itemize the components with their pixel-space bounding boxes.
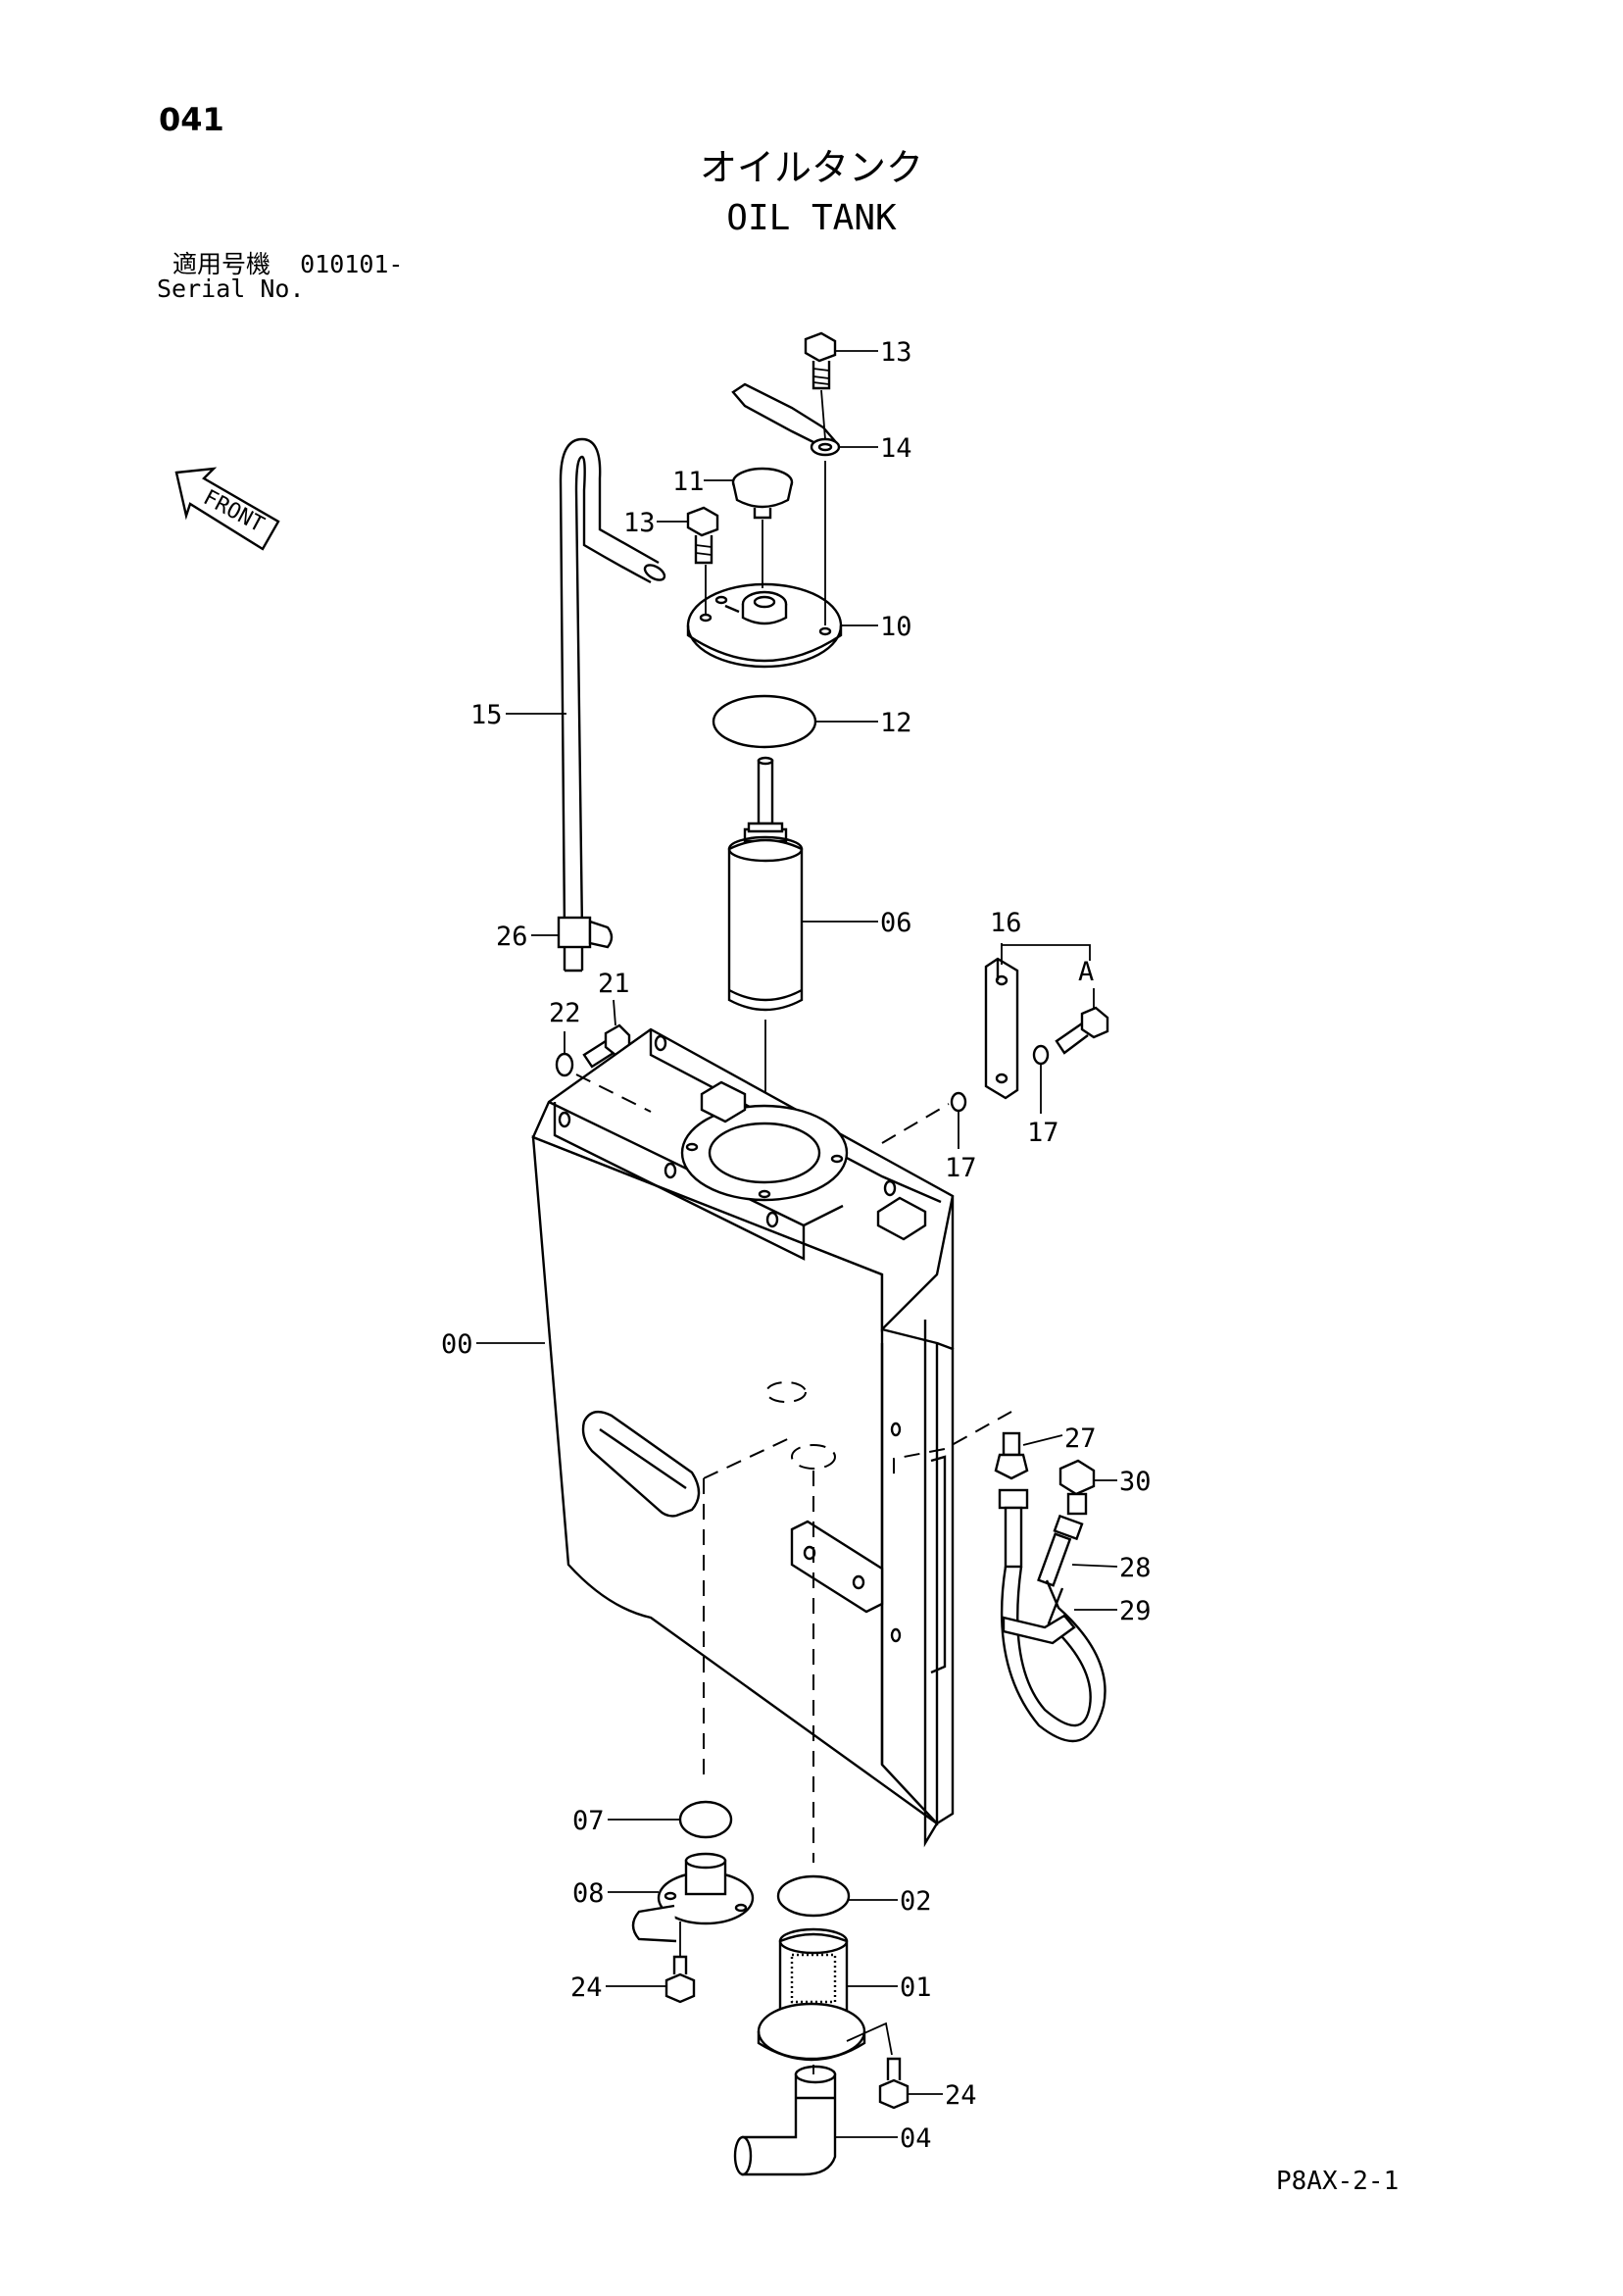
clamp-29 (1002, 1614, 1076, 1645)
strainer-01 (757, 1927, 866, 2062)
title-japanese: オイルタンク (699, 146, 923, 189)
cover-plate-10 (686, 582, 843, 669)
hose-28 (998, 1488, 1107, 1743)
label-27: 27 (1064, 1423, 1097, 1454)
bolt-13-mid (686, 506, 719, 565)
label-02: 02 (900, 1886, 932, 1917)
fitting-27 (994, 1431, 1029, 1480)
gasket-12 (712, 694, 817, 749)
bracket-16 (984, 957, 1019, 1100)
label-10: 10 (880, 612, 912, 642)
clamp-26 (557, 916, 614, 949)
label-13-mid: 13 (623, 508, 656, 538)
label-06: 06 (880, 908, 912, 938)
label-29: 29 (1119, 1596, 1152, 1626)
drawing-code: P8AX-2-1 (1276, 2167, 1400, 2196)
label-12: 12 (880, 708, 912, 738)
front-arrow-icon: FRONT (174, 467, 280, 551)
label-24-right: 24 (945, 2080, 977, 2111)
page-number: 041 (159, 101, 224, 138)
label-28: 28 (1119, 1553, 1152, 1583)
plug-30 (1058, 1459, 1096, 1516)
washer-17-b (950, 1091, 967, 1113)
label-30: 30 (1119, 1467, 1152, 1497)
serial-label-english: Serial No. (157, 275, 305, 303)
label-22: 22 (549, 998, 581, 1028)
filter-element-06 (727, 756, 804, 1012)
tank-body-00 (531, 1027, 955, 1848)
label-11: 11 (672, 467, 705, 497)
bolt-a (1055, 1006, 1109, 1055)
serial-value: 010101- (300, 250, 404, 278)
label-26: 26 (496, 922, 528, 952)
elbow-04 (733, 2065, 837, 2176)
clip-14 (731, 382, 841, 457)
label-13-top: 13 (880, 337, 912, 368)
label-01: 01 (900, 1972, 932, 2003)
fitting-08 (631, 1852, 755, 1943)
washer-22 (555, 1052, 574, 1077)
label-14: 14 (880, 433, 912, 464)
washer-17-a (1032, 1044, 1050, 1066)
label-08: 08 (572, 1878, 605, 1909)
label-15: 15 (470, 700, 503, 730)
label-a: A (1078, 957, 1094, 987)
label-00: 00 (441, 1329, 473, 1360)
gasket-07 (678, 1800, 733, 1839)
label-07: 07 (572, 1806, 605, 1836)
label-04: 04 (900, 2123, 932, 2154)
bolt-24-left (664, 1955, 696, 2004)
gasket-02 (776, 1874, 851, 1918)
label-24-left: 24 (570, 1972, 603, 2003)
bolt-13-top (804, 331, 837, 390)
label-16: 16 (990, 908, 1022, 938)
bolt-24-right (878, 2057, 910, 2110)
serial-label-japanese: 適用号機 010101- (172, 252, 403, 276)
serial-label-jp-text: 適用号機 (172, 250, 271, 278)
label-17-left: 17 (945, 1153, 977, 1183)
label-17-right: 17 (1027, 1118, 1059, 1148)
label-21: 21 (598, 969, 630, 999)
cap-11 (731, 467, 794, 520)
title-english: OIL TANK (726, 198, 897, 238)
